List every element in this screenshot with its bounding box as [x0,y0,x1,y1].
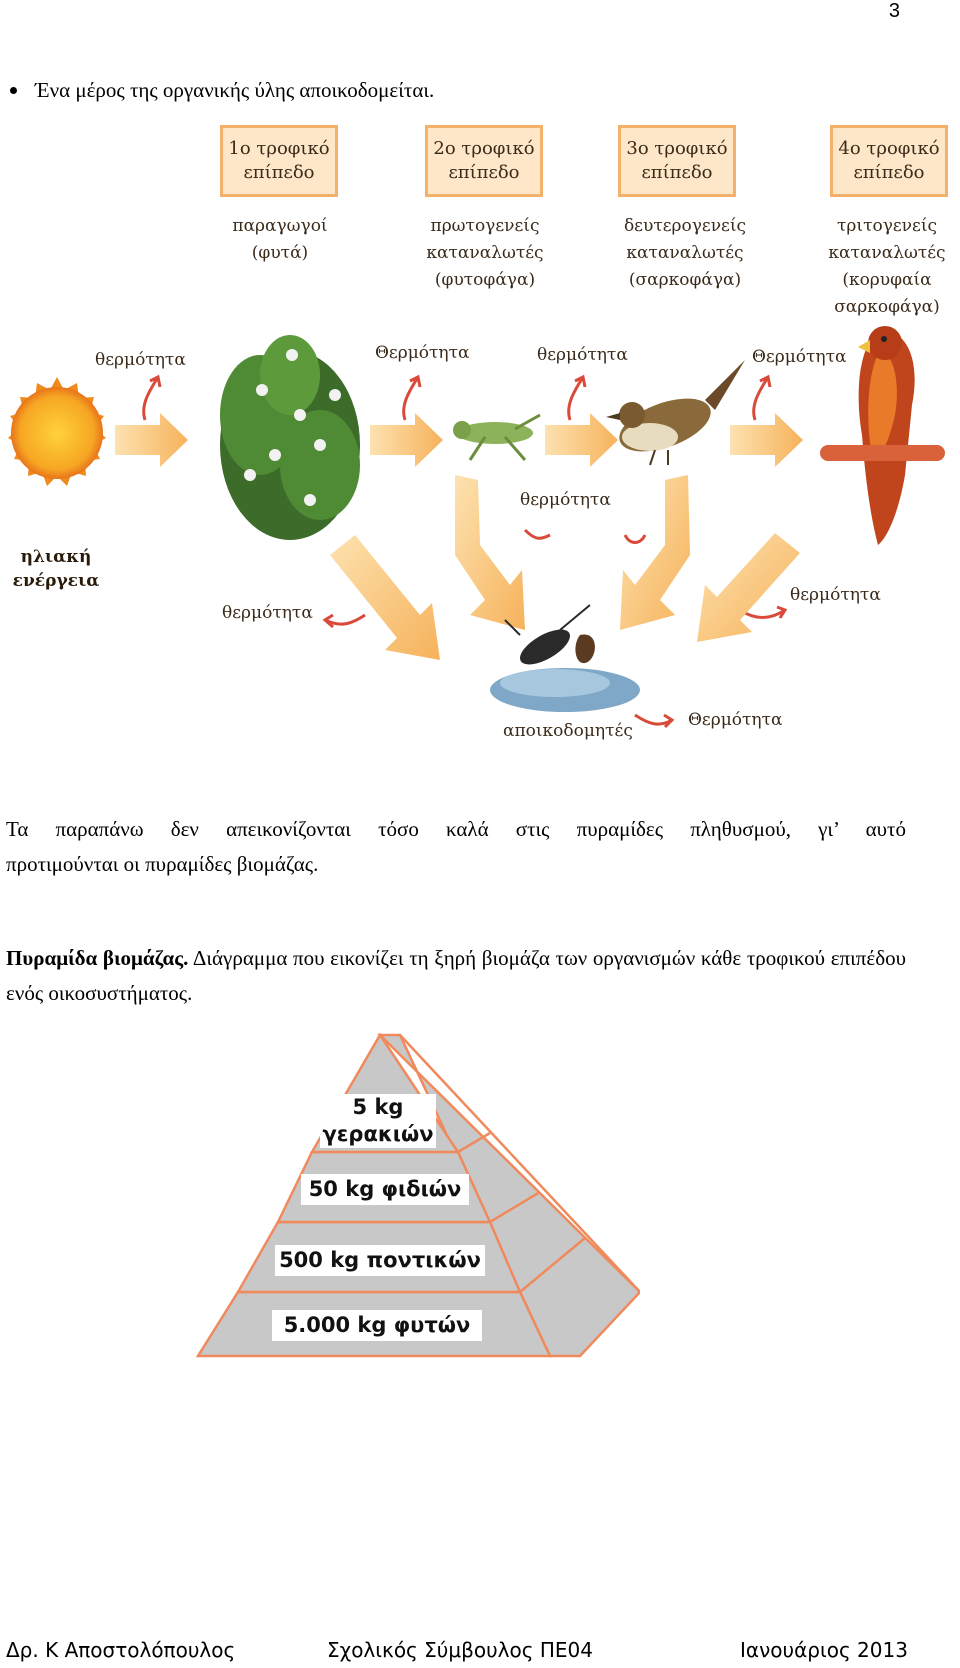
heat-arrow-icon [752,374,772,421]
plant-icon [220,335,360,540]
heat-arrow-icon [567,374,587,421]
paragraph-2-text: Διάγραμμα που εικονίζει τη ξηρή βιομάζα … [6,946,907,1005]
energy-arrow-icon [620,475,690,630]
bullet-dot-icon [10,86,17,94]
energy-arrow-icon [370,413,443,467]
sun-label: ηλιακή ενέργεια [10,545,102,593]
heat-arrow-icon [634,713,675,729]
heat-label: Θερμότητα [688,710,783,730]
heat-arrow-icon [142,374,162,421]
pyramid-label-2: 50 kg φιδιών [301,1174,469,1205]
desc-line: πρωτογενείς [430,216,540,236]
pyramid-label-1-line2: γερακιών [322,1122,434,1146]
paragraph-1-continuation: προτιμούνται οι πυραμίδες βιομάζας. [6,847,906,882]
paragraph-1-text-end: προτιμούνται οι πυραμίδες βιομάζας. [6,852,319,876]
trophic-level-1-subtitle: επίπεδο [243,162,315,183]
pyramid-label-3: 500 kg ποντικών [275,1245,485,1276]
desc-line: (φυτά) [251,243,309,263]
desc-line: (σαρκοφάγα) [628,270,742,290]
bullet-item: Ένα μέρος της οργανικής ύλης αποικοδομεί… [10,78,434,103]
heat-label: Θερμότητα [752,347,847,367]
heat-label: Θερμότητα [375,343,470,363]
paragraph-1: Τα παραπάνω δεν απεικονίζονται τόσο καλά… [6,812,906,847]
paragraph-2: Πυραμίδα βιομάζας. Διάγραμμα που εικονίζ… [6,941,906,1011]
heat-arrow-icon [623,534,647,544]
trophic-level-4-title: 4ο τροφικό [838,138,940,159]
desc-line: καταναλωτές [828,243,946,263]
trophic-level-4-box: 4ο τροφικό επίπεδο [830,125,948,197]
energy-arrow-icon [330,535,440,660]
pyramid-label-1: 5 kg γερακιών [320,1094,436,1148]
desc-line: καταναλωτές [626,243,744,263]
pyramid-label-3-line1: 500 kg ποντικών [279,1248,481,1272]
pyramid-edge [399,1034,640,1293]
energy-arrow-icon [115,413,188,467]
desc-line: καταναλωτές [426,243,544,263]
pyramid-label-2-line1: 50 kg φιδιών [308,1177,462,1201]
pyramid-label-1-line1: 5 kg [352,1095,404,1119]
trophic-level-2-title: 2ο τροφικό [433,138,535,159]
sun-label-line: ενέργεια [12,571,100,591]
footer-date: Ιανουάριος 2013 [740,1638,908,1662]
heat-label: θερμότητα [520,490,611,510]
energy-arrow-icon [730,413,803,467]
heat-label: θερμότητα [95,350,186,370]
songbird-icon [606,360,745,466]
trophic-level-1-desc: παραγωγοί (φυτά) [205,213,355,267]
hawk-icon [820,326,945,545]
footer-role: Σχολικός Σύμβουλος ΠΕ04 [327,1638,593,1662]
pyramid-edge [489,1190,541,1224]
trophic-level-3-subtitle: επίπεδο [641,162,713,183]
trophic-level-4-desc: τριτογενείς καταναλωτές (κορυφαία σαρκοφ… [812,213,960,321]
footer-author: Δρ. Κ Αποστολόπουλος [6,1638,236,1662]
grasshopper-icon [453,413,541,461]
pyramid-edge [457,1131,491,1154]
trophic-level-3-box: 3ο τροφικό επίπεδο [618,125,736,197]
trophic-level-1-title: 1ο τροφικό [228,138,330,159]
decomposers-icon [490,604,640,712]
trophic-level-4-subtitle: επίπεδο [853,162,925,183]
sun-label-line: ηλιακή [20,547,92,567]
biomass-pyramid: 5 kg γερακιών 50 kg φιδιών 500 kg ποντικ… [180,1030,640,1360]
desc-line: παραγωγοί [232,216,328,236]
desc-line: (κορυφαία [842,270,932,290]
heat-label: θερμότητα [790,585,881,605]
heat-arrow-icon [523,528,551,540]
food-chain-diagram: 1ο τροφικό επίπεδο 2ο τροφικό επίπεδο 3ο… [0,115,960,795]
energy-arrow-icon [697,533,800,642]
paragraph-1-text: Τα παραπάνω δεν απεικονίζονται τόσο καλά… [6,817,906,841]
pyramid-label-4-line1: 5.000 kg φυτών [283,1313,471,1337]
pyramid-side-face [376,1033,640,1358]
trophic-level-3-desc: δευτερογενείς καταναλωτές (σαρκοφάγα) [610,213,760,294]
desc-line: (φυτοφάγα) [434,270,536,290]
trophic-level-1-box: 1ο τροφικό επίπεδο [220,125,338,197]
pyramid-label-4: 5.000 kg φυτών [272,1310,482,1341]
food-chain-graphics [8,326,945,729]
energy-arrow-icon [455,475,525,630]
sun-icon [8,377,106,486]
trophic-level-2-desc: πρωτογενείς καταναλωτές (φυτοφάγα) [410,213,560,294]
heat-arrow-icon [322,613,366,629]
paragraph-2-term: Πυραμίδα βιομάζας. [6,946,189,970]
desc-line: τριτογενείς [837,216,937,236]
trophic-level-3-title: 3ο τροφικό [626,138,728,159]
energy-arrow-icon [545,413,618,467]
decomposers-label: αποικοδομητές [503,721,633,741]
bullet-text: Ένα μέρος της οργανικής ύλης αποικοδομεί… [35,78,435,102]
heat-arrow-icon [402,374,422,421]
trophic-level-2-box: 2ο τροφικό επίπεδο [425,125,543,197]
heat-label: θερμότητα [537,345,628,365]
pyramid-edge [519,1237,586,1293]
page-number: 3 [888,0,900,22]
heat-label: θερμότητα [222,603,313,623]
desc-line: δευτερογενείς [623,216,747,236]
trophic-level-2-subtitle: επίπεδο [448,162,520,183]
desc-line: σαρκοφάγα) [834,297,940,317]
